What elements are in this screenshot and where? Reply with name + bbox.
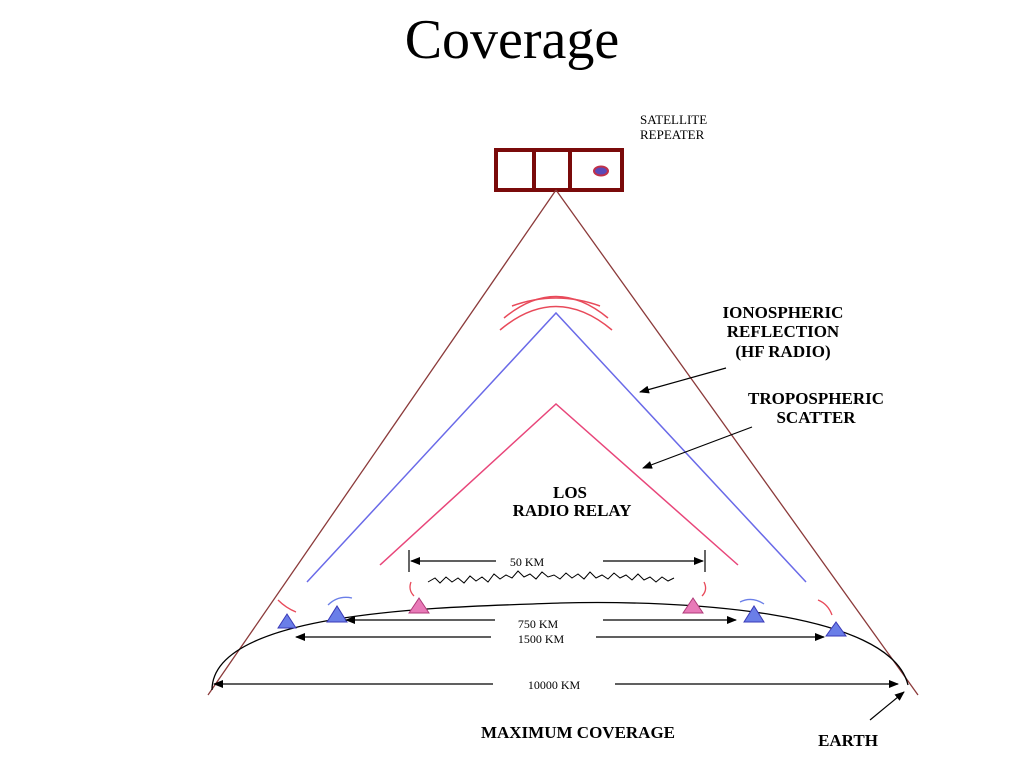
label-los: LOS	[553, 483, 587, 502]
label-10000km: 10000 KM	[528, 678, 581, 692]
label-maximum-coverage: MAXIMUM COVERAGE	[481, 723, 675, 742]
earth-callout-arrow	[869, 691, 905, 721]
dimension-50km	[408, 550, 706, 572]
station-blue-icon	[743, 605, 765, 623]
station-pink-icon	[408, 597, 430, 614]
satellite-repeater	[494, 148, 624, 192]
label-satellite: SATELLITE	[640, 112, 707, 127]
label-reflection: REFLECTION	[727, 322, 840, 341]
slide-title: Coverage	[404, 9, 620, 71]
tropo-callout-arrow	[642, 426, 753, 469]
ground-stations	[277, 597, 847, 637]
station-wave-arcs	[277, 581, 833, 616]
earth-curve	[211, 601, 909, 691]
label-ionospheric: IONOSPHERIC	[723, 303, 844, 322]
station-blue-icon	[277, 613, 297, 629]
tropospheric-path	[379, 402, 739, 566]
label-1500km: 1500 KM	[518, 632, 565, 646]
label-hf-radio: (HF RADIO)	[735, 342, 830, 361]
ionosphere-arcs	[499, 295, 613, 331]
label-50km: 50 KM	[510, 555, 545, 569]
iono-callout-arrow	[639, 367, 727, 394]
station-blue-icon	[825, 621, 847, 637]
ionospheric-path	[306, 311, 807, 583]
label-scatter: SCATTER	[776, 408, 856, 427]
label-750km: 750 KM	[518, 617, 559, 631]
station-pink-icon	[682, 597, 704, 614]
label-tropospheric: TROPOSPHERIC	[748, 389, 884, 408]
station-blue-icon	[326, 605, 348, 623]
label-earth: EARTH	[818, 731, 878, 750]
satellite-line-right	[555, 189, 919, 696]
satellite-line-left	[207, 189, 557, 696]
station-wave-arcs-blue	[327, 596, 765, 606]
label-radio-relay: RADIO RELAY	[513, 501, 632, 520]
label-repeater: REPEATER	[640, 127, 705, 142]
satellite-dish-icon	[593, 165, 609, 177]
terrain-line	[427, 570, 675, 584]
